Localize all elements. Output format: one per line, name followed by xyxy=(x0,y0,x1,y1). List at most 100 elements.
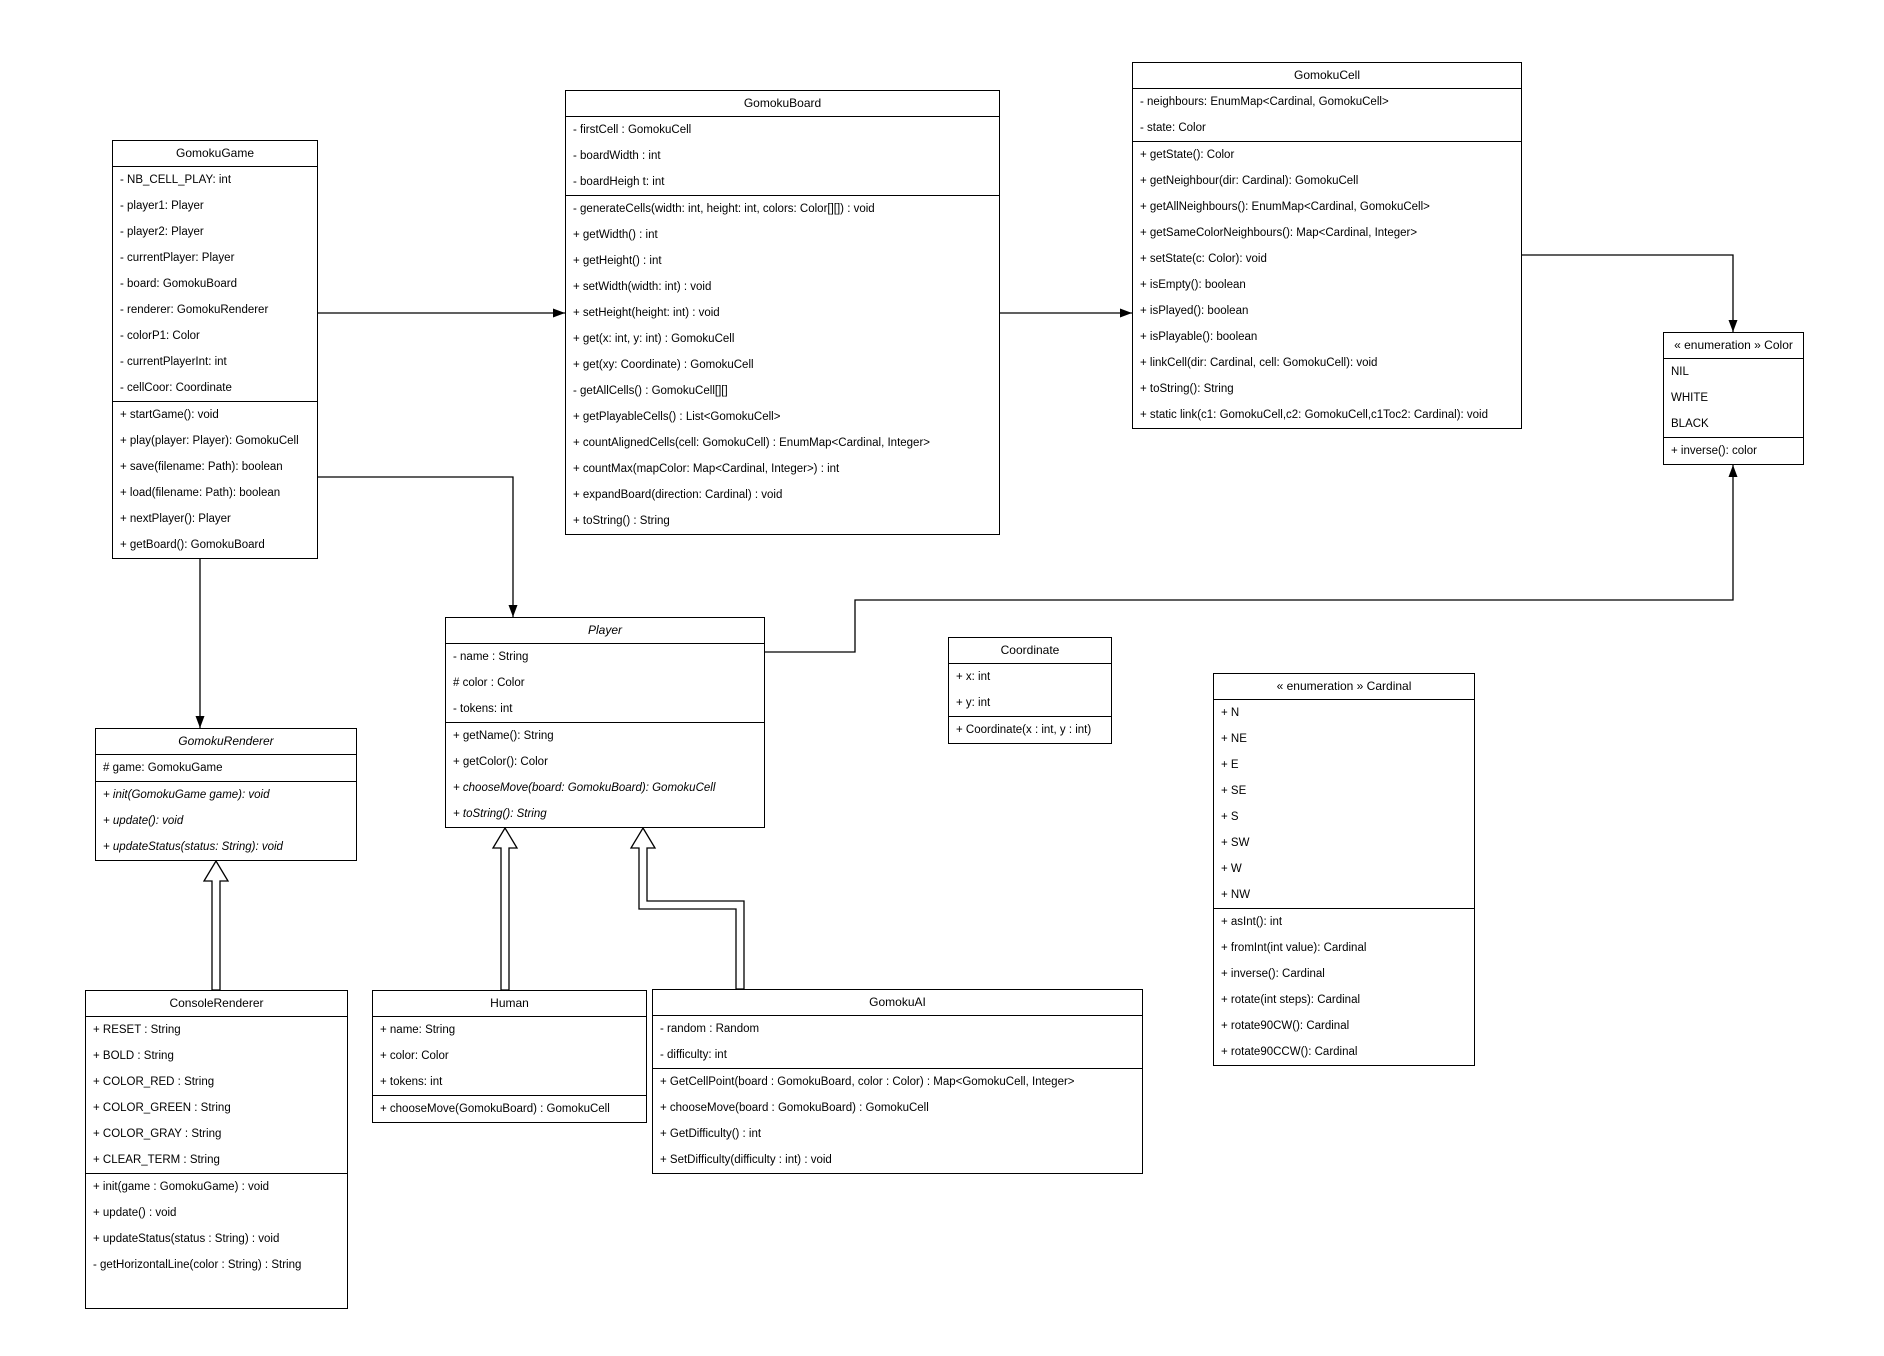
connector-gomokugame-to-player[interactable] xyxy=(318,476,518,617)
member-row: + save(filename: Path): boolean xyxy=(120,461,283,473)
member-row: + getColor(): Color xyxy=(453,756,548,768)
class-gomokugame[interactable]: GomokuGame- NB_CELL_PLAY: int- player1: … xyxy=(112,140,318,559)
member-row: + get(xy: Coordinate) : GomokuCell xyxy=(573,359,754,371)
methods-section: + asInt(): int+ fromInt(int value): Card… xyxy=(1214,908,1474,1065)
member-row: + updateStatus(status : String) : void xyxy=(93,1233,280,1245)
connector-human-to-player[interactable] xyxy=(491,826,519,991)
member-row: + isPlayed(): boolean xyxy=(1140,305,1249,317)
hollow-inheritance-arrow xyxy=(629,826,745,990)
member-row: + getSameColorNeighbours(): Map<Cardinal… xyxy=(1140,227,1418,239)
class-gomokuboard[interactable]: GomokuBoard - firstCell : GomokuCell - boa… xyxy=(565,90,1000,535)
member-row: + update(): void xyxy=(103,815,184,827)
member-row: + update() : void xyxy=(93,1207,177,1219)
member-row: + chooseMove(GomokuBoard) : GomokuCell xyxy=(380,1103,610,1115)
connector-gomokucell-to-color[interactable] xyxy=(1522,254,1738,332)
class-title: « enumeration » Color xyxy=(1664,333,1803,359)
methods-section: + init(GomokuGame game): void+ update():… xyxy=(96,781,356,860)
member-row: + inverse(): Cardinal xyxy=(1221,968,1325,980)
member-row: - boardHeigh t: int xyxy=(573,176,665,188)
member-row: + countAlignedCells(cell: GomokuCell) : … xyxy=(573,437,930,449)
member-row: - state: Color xyxy=(1140,122,1206,134)
member-row: + inverse(): color xyxy=(1671,445,1757,457)
arrowhead xyxy=(1120,308,1132,318)
class-gomokucell[interactable]: GomokuCell- neighbours: EnumMap<Cardinal… xyxy=(1132,62,1522,429)
class-gomokuai[interactable]: GomokuAI- random : Random- difficulty: i… xyxy=(652,989,1143,1174)
member-row: - name : String xyxy=(453,651,529,663)
member-row: + getName(): String xyxy=(453,730,554,742)
member-row: + setWidth(width: int) : void xyxy=(573,281,712,293)
class-consolerenderer[interactable]: ConsoleRenderer+ RESET : String+ BOLD : … xyxy=(85,990,348,1309)
connector-player-to-color[interactable] xyxy=(765,465,1738,653)
class-title: Player xyxy=(446,618,764,644)
class-title: « enumeration » Cardinal xyxy=(1214,674,1474,700)
class-player[interactable]: Player - name : String # color : Color - to… xyxy=(445,617,765,828)
member-row: # color : Color xyxy=(453,677,525,689)
member-row: + toString() : String xyxy=(573,515,670,527)
connector-consolerenderer-to-gomokurenderer[interactable] xyxy=(202,859,230,991)
member-row: + W xyxy=(1221,863,1242,875)
member-row: + getWidth() : int xyxy=(573,229,658,241)
member-row: - player2: Player xyxy=(120,226,204,238)
member-row: + getBoard(): GomokuBoard xyxy=(120,539,265,551)
member-row: + isEmpty(): boolean xyxy=(1140,279,1246,291)
member-row: + x: int xyxy=(956,671,991,683)
member-row: + toString(): String xyxy=(1140,383,1234,395)
member-row: - generateCells(width: int, height: int,… xyxy=(573,203,875,215)
member-row: - firstCell : GomokuCell xyxy=(573,124,692,136)
connector-gomokuai-to-player[interactable] xyxy=(629,826,745,990)
member-row: + isPlayable(): boolean xyxy=(1140,331,1258,343)
member-row: + COLOR_GRAY : String xyxy=(93,1128,222,1140)
class-title: GomokuBoard xyxy=(566,91,999,117)
member-row: + setHeight(height: int) : void xyxy=(573,307,720,319)
member-row: - boardWidth : int xyxy=(573,150,661,162)
class-coordinate[interactable]: Coordinate+ x: int+ y: int+ Coordinate(x… xyxy=(948,637,1112,744)
methods-section: - generateCells(width: int, height: int,… xyxy=(566,195,999,534)
member-row: + SetDifficulty(difficulty : int) : void xyxy=(660,1154,832,1166)
member-row: - random : Random xyxy=(660,1023,760,1035)
member-row: + asInt(): int xyxy=(1221,916,1283,928)
member-row: NIL xyxy=(1671,366,1689,378)
member-row: + SW xyxy=(1221,837,1250,849)
member-row: + name: String xyxy=(380,1024,456,1036)
arrowhead xyxy=(1728,465,1738,477)
class-title: GomokuCell xyxy=(1133,63,1521,89)
member-row: + Coordinate(x : int, y : int) xyxy=(956,724,1092,736)
methods-section: + chooseMove(GomokuBoard) : GomokuCell xyxy=(373,1095,646,1122)
member-row: BLACK xyxy=(1671,418,1709,430)
member-row: + getAllNeighbours(): EnumMap<Cardinal, … xyxy=(1140,201,1430,213)
member-row: - board: GomokuBoard xyxy=(120,278,237,290)
member-row: - getAllCells() : GomokuCell[][] xyxy=(573,385,728,397)
hollow-inheritance-arrow xyxy=(202,859,230,991)
member-row: + setState(c: Color): void xyxy=(1140,253,1267,265)
arrowhead xyxy=(553,308,565,318)
member-row: + COLOR_RED : String xyxy=(93,1076,215,1088)
methods-section: + GetCellPoint(board : GomokuBoard, colo… xyxy=(653,1068,1142,1173)
hollow-inheritance-arrow xyxy=(491,826,519,991)
member-row: + tokens: int xyxy=(380,1076,443,1088)
attributes-section: # game: GomokuGame xyxy=(96,755,356,781)
member-row: - difficulty: int xyxy=(660,1049,727,1061)
methods-section: + startGame(): void+ play(player: Player… xyxy=(113,401,317,558)
connector-gomokugame-to-gomokuboard[interactable] xyxy=(318,308,565,318)
class-title: GomokuRenderer xyxy=(96,729,356,755)
member-row: + chooseMove(board: GomokuBoard): Gomoku… xyxy=(453,782,716,794)
class-human[interactable]: Human+ name: String+ color: Color+ token… xyxy=(372,990,647,1123)
connector-gomokuboard-to-gomokucell[interactable] xyxy=(1000,308,1132,318)
member-row: - tokens: int xyxy=(453,703,513,715)
attributes-section: - neighbours: EnumMap<Cardinal, GomokuCe… xyxy=(1133,89,1521,141)
attributes-section: + RESET : String+ BOLD : String+ COLOR_R… xyxy=(86,1017,347,1173)
class-title: GomokuGame xyxy=(113,141,317,167)
member-row: + linkCell(dir: Cardinal, cell: GomokuCe… xyxy=(1140,357,1378,369)
member-row: + NW xyxy=(1221,889,1251,901)
class-gomokurenderer[interactable]: GomokuRenderer# game: GomokuGame+ init(G… xyxy=(95,728,357,861)
member-row: + play(player: Player): GomokuCell xyxy=(120,435,299,447)
attributes-section: + name: String+ color: Color+ tokens: in… xyxy=(373,1017,646,1095)
class-enumeration-cardinal[interactable]: « enumeration » Cardinal+ N+ NE+ E+ SE+ … xyxy=(1213,673,1475,1066)
member-row: + getPlayableCells() : List<GomokuCell> xyxy=(573,411,781,423)
member-row: + S xyxy=(1221,811,1239,823)
connector-gomokugame-to-gomokurenderer[interactable] xyxy=(195,559,205,728)
methods-section: + Coordinate(x : int, y : int) xyxy=(949,716,1111,743)
member-row: + N xyxy=(1221,707,1240,719)
